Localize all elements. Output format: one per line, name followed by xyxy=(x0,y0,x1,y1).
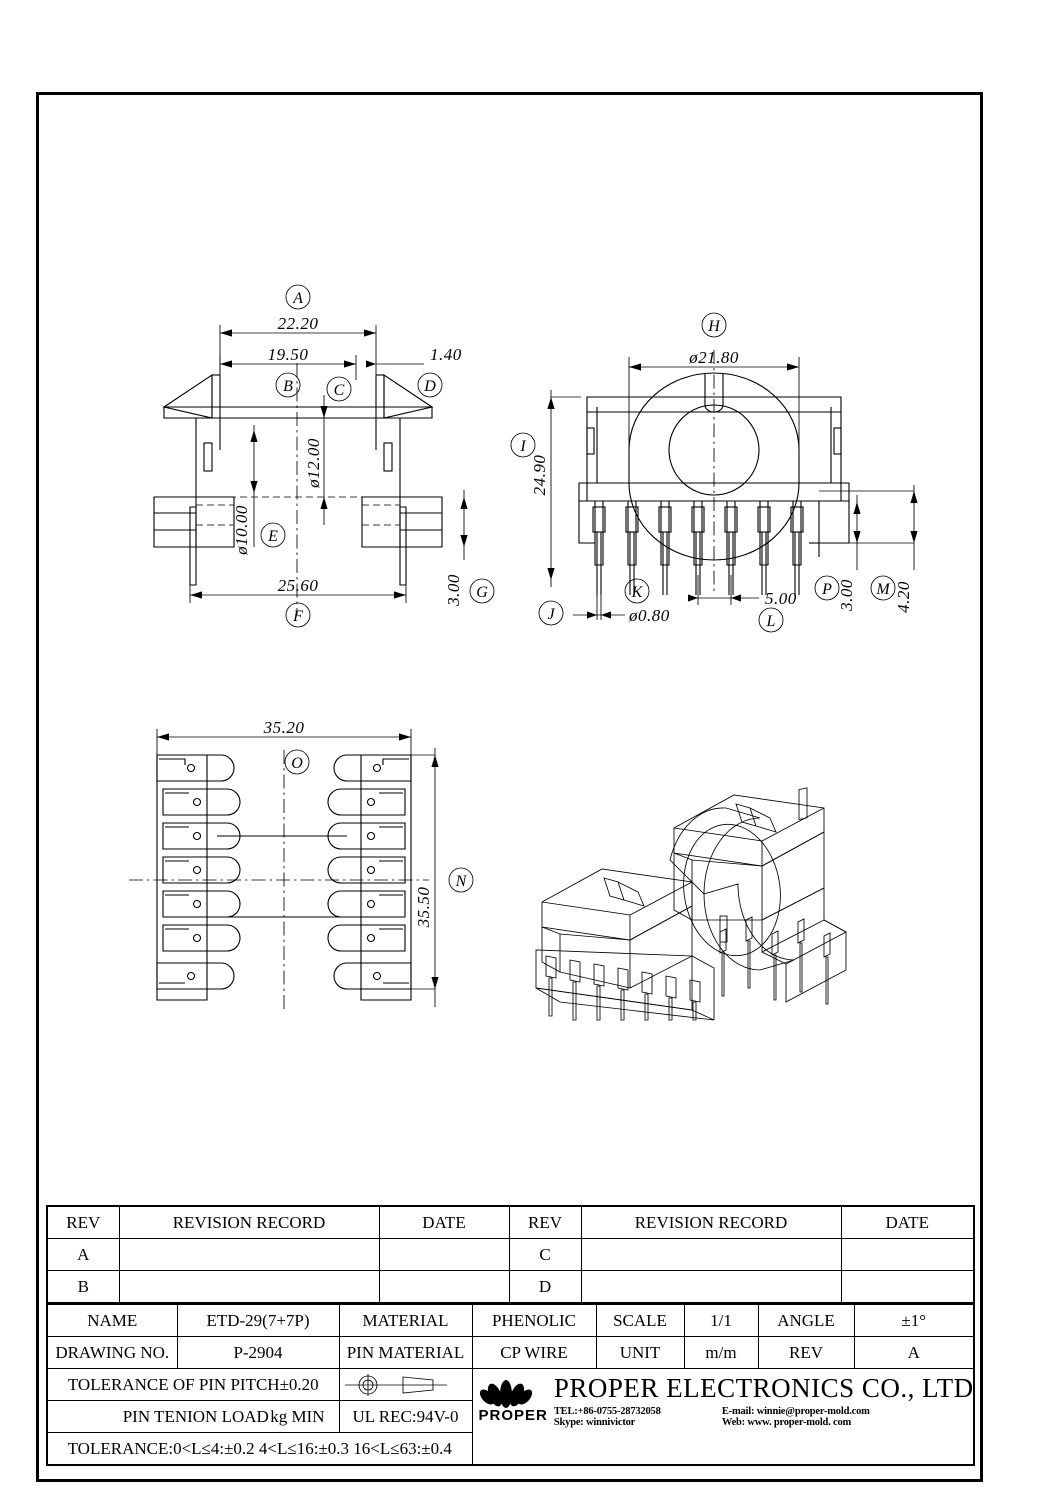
header-record-right: REVISION RECORD xyxy=(580,1205,842,1239)
label-rev: REV xyxy=(757,1336,855,1369)
table-row: B D xyxy=(46,1270,975,1304)
value-material: PHENOLIC xyxy=(471,1303,597,1337)
header-rev-right: REV xyxy=(508,1205,582,1239)
dim-C-value: ø12.00 xyxy=(304,438,323,489)
label-scale: SCALE xyxy=(595,1303,685,1337)
header-record-left: REVISION RECORD xyxy=(118,1205,380,1239)
dim-D-value: 1.40 xyxy=(430,345,462,364)
ul-rec-value: UL REC:94V-0 xyxy=(338,1400,473,1433)
title-block-row-4: PIN TENION LOAD kg MIN UL REC:94V-0 xyxy=(46,1400,974,1433)
table-row: A C xyxy=(46,1238,975,1271)
company-logo: PROPER xyxy=(479,1377,548,1424)
top-view: 35.20 O 35.50 N xyxy=(129,715,489,1025)
pin-tension-load-label: PIN TENION LOAD xyxy=(122,1406,269,1426)
company-name: PROPER ELECTRONICS CO., LTD xyxy=(553,1373,974,1403)
balloon-K: K xyxy=(631,584,644,601)
balloon-M: M xyxy=(875,581,891,598)
title-block-row-3: TOLERANCE OF PIN PITCH±0.20 xyxy=(46,1368,975,1466)
company-skype: Skype: winnivictor xyxy=(553,1417,636,1428)
balloon-L: L xyxy=(766,613,776,630)
rev-c-label: C xyxy=(508,1238,582,1271)
header-date-left: DATE xyxy=(378,1205,510,1239)
company-email: E-mail: winnie@proper-mold.com xyxy=(721,1406,870,1417)
value-rev: A xyxy=(853,1336,975,1369)
value-unit: m/m xyxy=(683,1336,759,1369)
rev-c-record[interactable] xyxy=(580,1238,842,1271)
drawing-frame: 22.20 A 19.50 B 1.40 D xyxy=(36,92,983,1482)
dim-I-value: 24.90 xyxy=(530,455,549,496)
company-logo-text: PROPER xyxy=(478,1407,548,1424)
balloon-J: J xyxy=(547,606,555,623)
tolerance-pin-pitch: TOLERANCE OF PIN PITCH±0.20 xyxy=(46,1368,340,1401)
label-pin-material: PIN MATERIAL xyxy=(338,1336,473,1369)
revision-table-header-row: REV REVISION RECORD DATE REV REVISION RE… xyxy=(46,1205,975,1239)
balloon-C: C xyxy=(334,382,345,399)
value-angle: ±1° xyxy=(853,1303,975,1337)
rev-c-date[interactable] xyxy=(840,1238,975,1271)
company-block: PROPER PROPER ELECTRONICS CO., LTD TEL:+… xyxy=(471,1368,975,1466)
label-name: NAME xyxy=(46,1303,178,1337)
header-date-right: DATE xyxy=(840,1205,975,1239)
dim-L-value: 5.00 xyxy=(765,589,797,608)
projection-symbol-icon xyxy=(338,1368,473,1401)
header-rev-left: REV xyxy=(46,1205,120,1239)
balloon-F: F xyxy=(292,608,303,625)
dim-F-value: 25.60 xyxy=(278,576,319,595)
balloon-B: B xyxy=(283,378,293,395)
dim-G-value: 3.00 xyxy=(444,574,463,607)
balloon-H: H xyxy=(707,318,721,335)
label-material: MATERIAL xyxy=(338,1303,473,1337)
front-view: 22.20 A 19.50 B 1.40 D xyxy=(134,284,495,628)
lotus-logo-icon xyxy=(479,1380,532,1408)
dim-B-value: 19.50 xyxy=(268,345,309,364)
rev-b-label: B xyxy=(46,1270,120,1304)
balloon-G: G xyxy=(476,584,488,601)
title-block-row-5: TOLERANCE:0<L≤4:±0.2 4<L≤16:±0.3 16<L≤63… xyxy=(46,1432,974,1466)
balloon-A: A xyxy=(292,290,303,307)
balloon-D: D xyxy=(423,378,436,395)
value-pin-material: CP WIRE xyxy=(471,1336,597,1369)
rev-a-date[interactable] xyxy=(378,1238,510,1271)
dim-P-value: 3.00 xyxy=(837,579,856,612)
pin-tension-load-cell: PIN TENION LOAD kg MIN xyxy=(46,1400,340,1433)
rev-a-label: A xyxy=(46,1238,120,1271)
value-part-name: ETD-29(7+7P) xyxy=(176,1303,340,1337)
dim-A-value: 22.20 xyxy=(278,314,319,333)
balloon-I: I xyxy=(519,438,526,455)
label-angle: ANGLE xyxy=(757,1303,855,1337)
balloon-P: P xyxy=(821,581,832,598)
tolerance-general: TOLERANCE:0<L≤4:±0.2 4<L≤16:±0.3 16<L≤63… xyxy=(46,1432,473,1466)
dim-M-value: 4.20 xyxy=(894,581,913,613)
balloon-N: N xyxy=(455,873,468,890)
dim-O-value: 35.20 xyxy=(263,718,305,737)
rev-b-record[interactable] xyxy=(118,1270,380,1304)
rev-a-record[interactable] xyxy=(118,1238,380,1271)
value-drawing-no: P-2904 xyxy=(176,1336,340,1369)
isometric-view xyxy=(524,720,934,1021)
dim-K-value: ø0.80 xyxy=(628,606,670,625)
title-block: NAME ETD-29(7+7P) MATERIAL PHENOLIC SCAL… xyxy=(46,1303,975,1466)
pin-tension-load-unit: kg MIN xyxy=(270,1406,325,1426)
revision-table: REV REVISION RECORD DATE REV REVISION RE… xyxy=(46,1205,975,1304)
rev-d-date[interactable] xyxy=(840,1270,975,1304)
dim-H-value: ø21.80 xyxy=(688,348,739,367)
rev-b-date[interactable] xyxy=(378,1270,510,1304)
label-drawing-no: DRAWING NO. xyxy=(46,1336,178,1369)
rev-d-label: D xyxy=(508,1270,582,1304)
title-block-row-2: DRAWING NO. P-2904 PIN MATERIAL CP WIRE … xyxy=(46,1336,975,1369)
company-web: Web: www. proper-mold. com xyxy=(721,1417,852,1428)
dim-N-value: 35.50 xyxy=(414,887,433,929)
value-scale: 1/1 xyxy=(683,1303,759,1337)
rev-d-record[interactable] xyxy=(580,1270,842,1304)
title-block-row-1: NAME ETD-29(7+7P) MATERIAL PHENOLIC SCAL… xyxy=(46,1303,975,1337)
side-view: ø21.80 H 24.90 I J ø0.80 xyxy=(509,295,939,635)
balloon-E: E xyxy=(267,528,278,545)
company-tel: TEL:+86-0755-28732058 xyxy=(553,1406,661,1417)
dim-E-value: ø10.00 xyxy=(232,505,251,556)
label-unit: UNIT xyxy=(595,1336,685,1369)
balloon-O: O xyxy=(291,755,303,772)
